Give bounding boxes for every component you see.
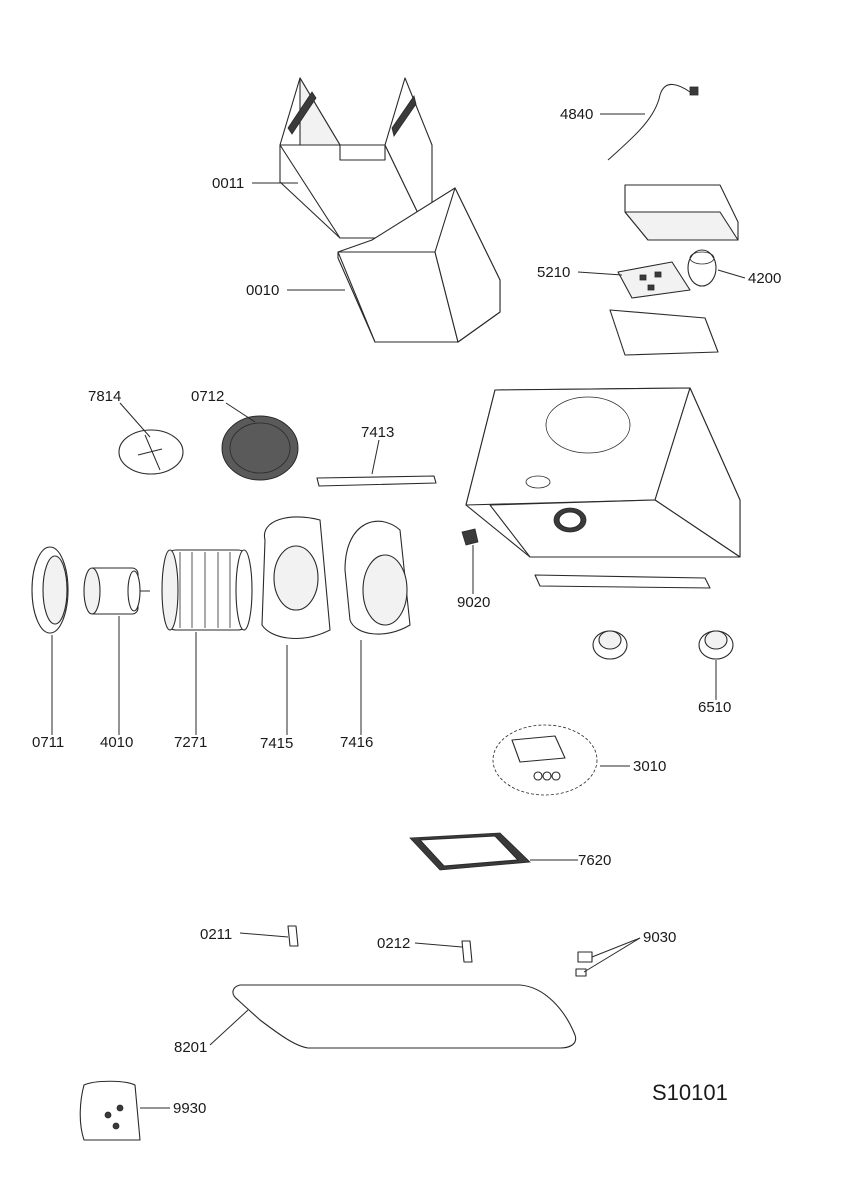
part-label-7620: 7620 [578, 852, 611, 869]
diagram-code: S10101 [652, 1080, 728, 1105]
motor-flange-part [31, 546, 69, 634]
part-label-0712: 0712 [191, 388, 224, 405]
part-label-4840: 4840 [560, 106, 593, 123]
part-label-7415: 7415 [260, 735, 293, 752]
part-label-9930: 9930 [173, 1100, 206, 1117]
power-cable-part [607, 84, 699, 161]
hood-body-part [465, 387, 741, 558]
grease-filter-part [409, 832, 531, 871]
part-label-4200: 4200 [748, 270, 781, 287]
chimney-lower-part [337, 187, 501, 343]
capacitor-part [687, 249, 717, 287]
knob-part [592, 630, 734, 660]
part-label-0011: 0011 [212, 175, 244, 192]
screw-bag-part [79, 1080, 141, 1141]
chimney-upper-part [279, 77, 433, 239]
fan-wheel-part [161, 549, 253, 631]
small-bracket-part [461, 528, 479, 546]
part-label-7413: 7413 [361, 424, 394, 441]
part-label-7814: 7814 [88, 388, 121, 405]
part-label-7416: 7416 [340, 734, 373, 751]
part-label-3010: 3010 [633, 758, 666, 775]
part-label-7271: 7271 [174, 734, 207, 751]
leader-lines [51, 113, 746, 1109]
part-label-0711: 0711 [32, 734, 64, 751]
part-label-0211: 0211 [200, 926, 232, 943]
part-label-9030: 9030 [643, 929, 676, 946]
control-board-part [617, 261, 691, 299]
round-filter-part [118, 429, 184, 475]
part-label-9020: 9020 [457, 594, 490, 611]
clip-part [287, 925, 593, 977]
glass-panel-part [232, 984, 577, 1049]
part-label-0010: 0010 [246, 282, 279, 299]
part-label-8201: 8201 [174, 1039, 207, 1056]
part-label-4010: 4010 [100, 734, 133, 751]
part-label-6510: 6510 [698, 699, 731, 716]
blower-housing-front-part [261, 516, 331, 639]
motor-part [83, 567, 150, 615]
part-label-5210: 5210 [537, 264, 570, 281]
bracket-bar-part [316, 475, 437, 487]
part-label-0212: 0212 [377, 935, 410, 952]
carbon-filter-part [221, 415, 299, 481]
control-box-part [624, 184, 739, 241]
control-panel-part [534, 574, 711, 589]
lamp-kit-part [492, 724, 598, 796]
control-box-cover-part [609, 309, 719, 356]
blower-housing-back-part [344, 520, 411, 635]
